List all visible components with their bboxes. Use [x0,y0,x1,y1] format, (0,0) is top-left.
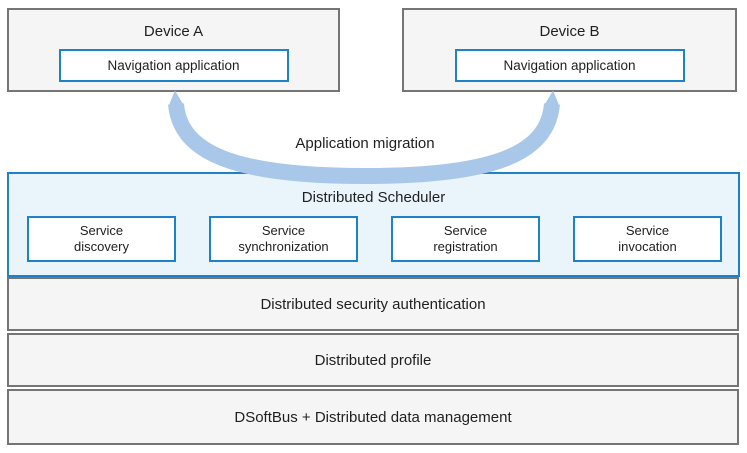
service-invocation-label-line2: invocation [618,239,677,254]
service-discovery-label-line2: discovery [74,239,129,254]
service-synchronization-label-line2: synchronization [238,239,329,254]
device-b-box: Device B Navigation application [402,8,737,92]
service-synchronization-box: Service synchronization [209,216,358,262]
layer-distributed-profile-label: Distributed profile [314,351,432,369]
service-invocation-label-line1: Service [625,223,670,238]
layer-distributed-profile: Distributed profile [7,333,739,387]
layer-distributed-security-authentication: Distributed security authentication [7,277,739,331]
device-b-navigation-application-box: Navigation application [454,49,685,82]
service-registration-box: Service registration [391,216,540,262]
device-b-title: Device B [539,23,600,40]
device-b-navigation-application-label: Navigation application [503,58,636,73]
device-a-title: Device A [143,23,204,40]
layer-dsoftbus-distributed-data-management: DSoftBus + Distributed data management [7,389,739,445]
service-discovery-box: Service discovery [27,216,176,262]
distributed-scheduler-box: Distributed Scheduler Service discovery … [7,172,740,277]
application-migration-label: Application migration [295,135,435,152]
layer-dsoftbus-distributed-data-management-label: DSoftBus + Distributed data management [234,408,512,426]
service-invocation-box: Service invocation [573,216,722,262]
service-synchronization-label-line1: Service [261,223,306,238]
device-a-navigation-application-box: Navigation application [58,49,289,82]
services-row: Service discovery Service synchronizatio… [27,216,722,262]
distributed-scheduler-title: Distributed Scheduler [301,189,446,206]
service-registration-label-line2: registration [433,239,498,254]
layer-distributed-security-authentication-label: Distributed security authentication [260,295,486,313]
service-discovery-label-line1: Service [79,223,124,238]
device-a-box: Device A Navigation application [7,8,340,92]
device-a-navigation-application-label: Navigation application [107,58,240,73]
service-registration-label-line1: Service [443,223,488,238]
